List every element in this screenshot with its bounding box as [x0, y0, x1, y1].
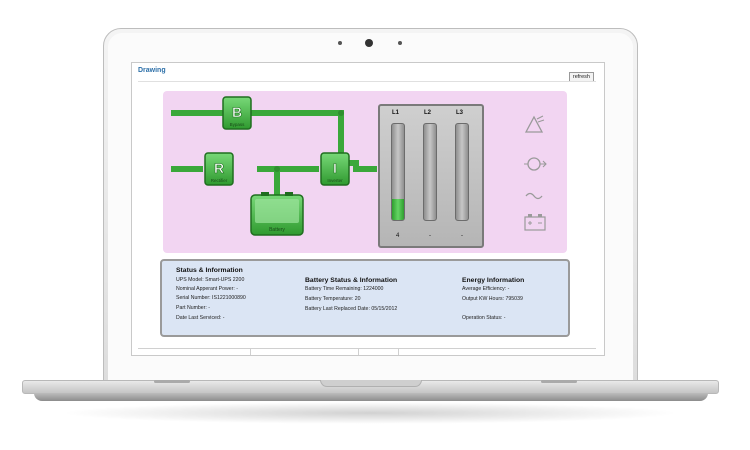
rotation-icon — [524, 157, 547, 171]
title-divider — [138, 81, 596, 82]
battery-line-time: Battery Time Remaining: 1224000 — [305, 286, 384, 292]
status-title: Status & Information — [176, 267, 243, 274]
bypass-line — [171, 110, 359, 166]
warning-icon — [524, 115, 545, 133]
load-value-l1: 4 — [396, 233, 400, 239]
battery-block: Battery — [250, 192, 304, 236]
energy-line-operation: Operation Status: - — [462, 315, 506, 321]
energy-line-efficiency: Average Efficiency: - — [462, 286, 510, 292]
load-bar-l2 — [423, 123, 437, 221]
laptop-shadow — [60, 402, 680, 424]
rectifier-label: Rectifier — [211, 178, 228, 183]
load-bar-l1 — [391, 123, 405, 221]
bypass-block: B Bypass — [222, 96, 252, 130]
laptop-opening-notch — [320, 380, 422, 387]
energy-info-title: Energy Information — [462, 277, 525, 284]
load-bar-fill-l1 — [392, 198, 404, 220]
section-title: Drawing — [138, 67, 166, 74]
laptop-base-bottom — [34, 393, 708, 401]
battery-label: Battery — [269, 227, 285, 233]
inverter-block: I Inverter — [320, 152, 350, 186]
junction-node-bypass — [338, 110, 344, 116]
battery-line-temp: Battery Temperature: 20 — [305, 296, 361, 302]
sensor-dot-left — [338, 41, 342, 45]
load-value-l2: - — [429, 233, 431, 239]
status-line-part: Part Number: - — [176, 305, 211, 311]
rectifier-letter: R — [214, 160, 224, 176]
table-column-divider — [358, 349, 359, 355]
status-line-model: UPS Model: Smart-UPS 2200 — [176, 277, 245, 283]
webcam — [365, 39, 373, 47]
load-label-l3: L3 — [456, 110, 464, 116]
rectifier-block: R Rectifier — [204, 152, 234, 186]
battery-line-replaced: Battery Last Replaced Date: 05/15/2012 — [305, 306, 398, 312]
status-line-power: Nominal Apperant Power: - — [176, 286, 238, 292]
table-column-divider — [250, 349, 251, 355]
sensor-dot-right — [398, 41, 402, 45]
energy-line-kwh: Output KW Hours: 795039 — [462, 296, 523, 302]
hinge-right — [541, 380, 577, 383]
status-line-serviced: Date Last Serviced: - — [176, 315, 225, 321]
screen: Drawing refresh — [131, 62, 605, 356]
bypass-letter: B — [232, 104, 242, 120]
load-label-l1: L1 — [392, 110, 400, 116]
hinge-left — [154, 380, 190, 383]
load-value-l3: - — [461, 233, 463, 239]
table-divider — [138, 348, 596, 349]
junction-node — [274, 166, 280, 172]
bypass-label: Bypass — [230, 122, 246, 127]
battery-info-title: Battery Status & Information — [305, 277, 398, 284]
battery-icon — [524, 214, 546, 231]
load-label-l2: L2 — [424, 110, 432, 116]
ups-flow-diagram: B Bypass R Rectifier I Inverter Bat — [171, 96, 411, 236]
inverter-letter: I — [333, 160, 337, 176]
info-panel: Status & Information UPS Model: Smart-UP… — [160, 259, 570, 337]
ac-wave-icon — [525, 192, 543, 200]
table-column-divider — [398, 349, 399, 355]
status-line-serial: Serial Number: IS1221000890 — [176, 295, 246, 301]
load-bar-l3 — [455, 123, 469, 221]
inverter-label: Inverter — [327, 178, 343, 183]
ups-diagram-panel: B Bypass R Rectifier I Inverter Bat — [163, 91, 567, 253]
